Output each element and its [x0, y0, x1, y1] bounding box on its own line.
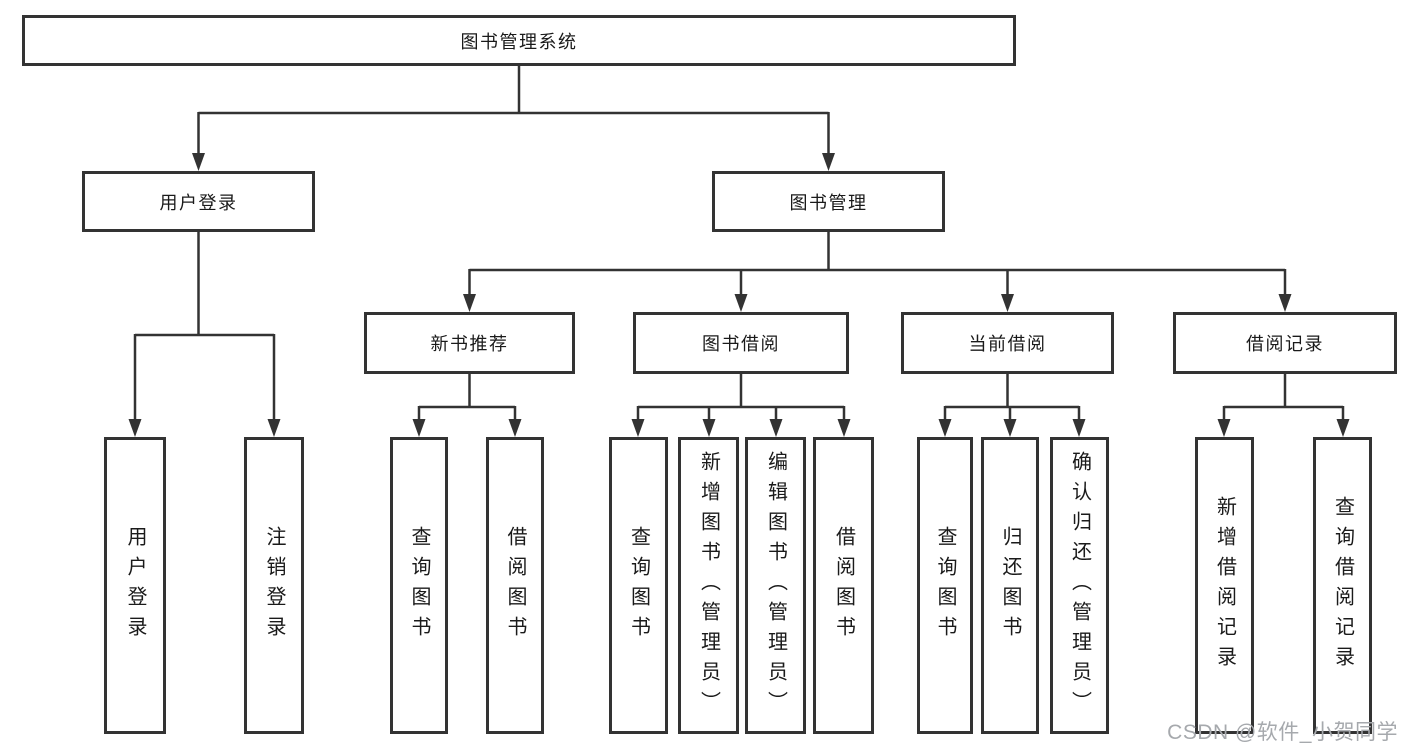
- leaf-query-borrow-record: 查询借阅记录: [1313, 437, 1372, 734]
- leaf-borrow-books-recommend: 借阅图书: [486, 437, 544, 734]
- node-user-login: 用户登录: [82, 171, 315, 232]
- leaf-query-books-borrowing: 查询图书: [609, 437, 668, 734]
- node-borrowing-records: 借阅记录: [1173, 312, 1397, 374]
- leaf-confirm-return-admin-label: 确认归还（管理员）: [1068, 450, 1091, 721]
- leaf-borrow-books: 借阅图书: [813, 437, 874, 734]
- leaf-add-borrow-record-label: 新增借阅记录: [1213, 495, 1236, 676]
- leaf-edit-books-admin-label: 编辑图书（管理员）: [764, 450, 787, 721]
- leaf-edit-books-admin: 编辑图书（管理员）: [745, 437, 806, 734]
- leaf-query-books-recommend-label: 查询图书: [408, 525, 430, 646]
- node-book-borrowing: 图书借阅: [633, 312, 849, 374]
- node-new-book-recommend-label: 新书推荐: [430, 334, 509, 354]
- leaf-query-books-recommend: 查询图书: [390, 437, 448, 734]
- leaf-return-books-label: 归还图书: [999, 525, 1021, 646]
- leaf-add-books-admin-label: 新增图书（管理员）: [697, 450, 720, 721]
- leaf-user-login: 用户登录: [104, 437, 166, 734]
- leaf-logout-label: 注销登录: [263, 525, 285, 646]
- watermark-text: CSDN @软件_小贺同学: [1167, 721, 1398, 744]
- leaf-query-books-current-label: 查询图书: [934, 525, 956, 646]
- leaf-return-books: 归还图书: [981, 437, 1039, 734]
- node-root-label: 图书管理系统: [460, 31, 578, 52]
- leaf-logout: 注销登录: [244, 437, 304, 734]
- node-new-book-recommend: 新书推荐: [364, 312, 575, 374]
- leaf-confirm-return-admin: 确认归还（管理员）: [1050, 437, 1109, 734]
- node-book-management-label: 图书管理: [789, 192, 868, 213]
- leaf-query-books-borrowing-label: 查询图书: [627, 525, 650, 646]
- node-current-borrowing: 当前借阅: [901, 312, 1114, 374]
- node-borrowing-records-label: 借阅记录: [1246, 334, 1324, 354]
- node-user-login-label: 用户登录: [159, 192, 238, 213]
- leaf-add-borrow-record: 新增借阅记录: [1195, 437, 1254, 734]
- node-book-borrowing-label: 图书借阅: [702, 334, 780, 354]
- node-book-management: 图书管理: [712, 171, 945, 232]
- node-root: 图书管理系统: [22, 15, 1016, 66]
- leaf-query-books-current: 查询图书: [917, 437, 973, 734]
- node-current-borrowing-label: 当前借阅: [968, 334, 1047, 354]
- leaf-borrow-books-recommend-label: 借阅图书: [504, 525, 526, 646]
- leaf-query-borrow-record-label: 查询借阅记录: [1331, 495, 1354, 676]
- leaf-borrow-books-label: 借阅图书: [832, 525, 855, 646]
- leaf-user-login-label: 用户登录: [124, 525, 146, 646]
- leaf-add-books-admin: 新增图书（管理员）: [678, 437, 739, 734]
